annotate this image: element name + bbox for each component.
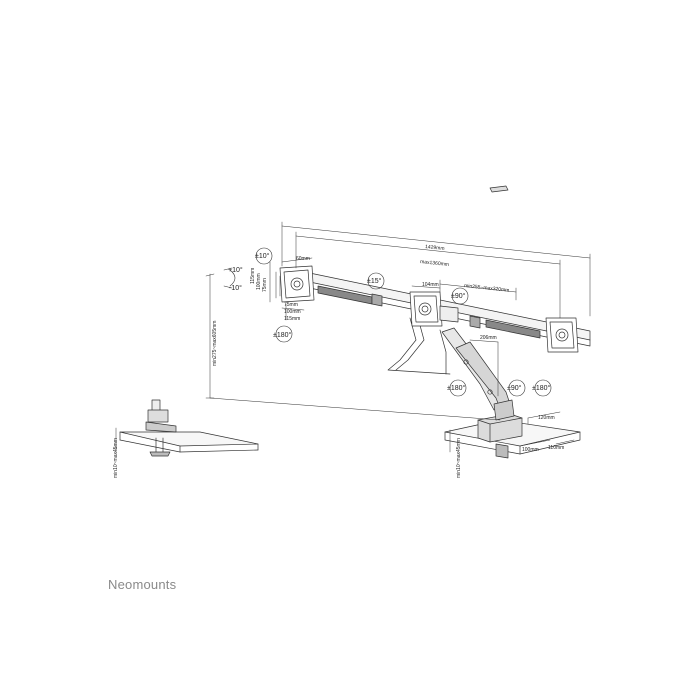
tilt-down-label: -10° [229, 284, 242, 292]
center-104-label: 104mm [422, 282, 439, 288]
arm-max-label: max1360mm [420, 259, 449, 268]
clamp-detail [119, 399, 259, 457]
swivel-90-center-label: ±90° [451, 292, 466, 300]
center-support-frame [387, 317, 451, 375]
height-range-label: min275~max605mm [212, 321, 218, 366]
swivel-15-label: ±15° [367, 277, 382, 285]
swivel-top-left-label: ±10° [255, 252, 270, 260]
vesa-100-h-label: 100mm [284, 309, 301, 315]
vesa-75-h-label: 75mm [284, 302, 298, 308]
drop-206-label: 206mm [480, 335, 497, 341]
base-110-label: 110mm [548, 445, 564, 451]
angle-symbols [223, 247, 552, 397]
rotate-left-label: ±180° [273, 331, 292, 339]
base-120-label: 120mm [538, 415, 555, 421]
rotate-180-base-label: ±180° [532, 384, 551, 392]
angle-labels: +10° -10° ±10° ±180° ±15° ±90° ±180° ±90… [228, 252, 551, 392]
vesa-plate-center [409, 291, 443, 327]
center-swivel-joint [439, 305, 459, 323]
gap-60-label: 60mm [296, 256, 310, 262]
vesa-plate-left [279, 265, 315, 303]
vesa-100-v-label: 100mm [256, 273, 262, 290]
desk-thickness-left-label: min10~max45mm [113, 438, 119, 478]
tilt-up-label: +10° [228, 266, 243, 274]
vesa-115-h-label: 115mm [284, 316, 300, 322]
range-255-320-label: min255~max320mm [464, 283, 510, 294]
total-width-label: 1429mm [425, 244, 445, 252]
dimension-labels: 1429mm max1360mm 60mm 115mm 100mm 75mm 7… [113, 244, 564, 478]
base-100-label: 100mm [522, 447, 539, 453]
vesa-75-v-label: 75mm [262, 278, 268, 292]
desk-and-base [444, 185, 581, 459]
swivel-90-base-label: ±90° [507, 384, 522, 392]
brand-logo-text: Neomounts [108, 577, 177, 592]
gas-spring-arm [441, 327, 515, 421]
vesa-115-v-label: 115mm [250, 268, 256, 284]
dimension-lines [115, 221, 591, 453]
vesa-plate-right [545, 317, 579, 353]
desk-thickness-right-label: min10~max45mm [456, 438, 462, 478]
rotate-180-center-label: ±180° [447, 384, 466, 392]
